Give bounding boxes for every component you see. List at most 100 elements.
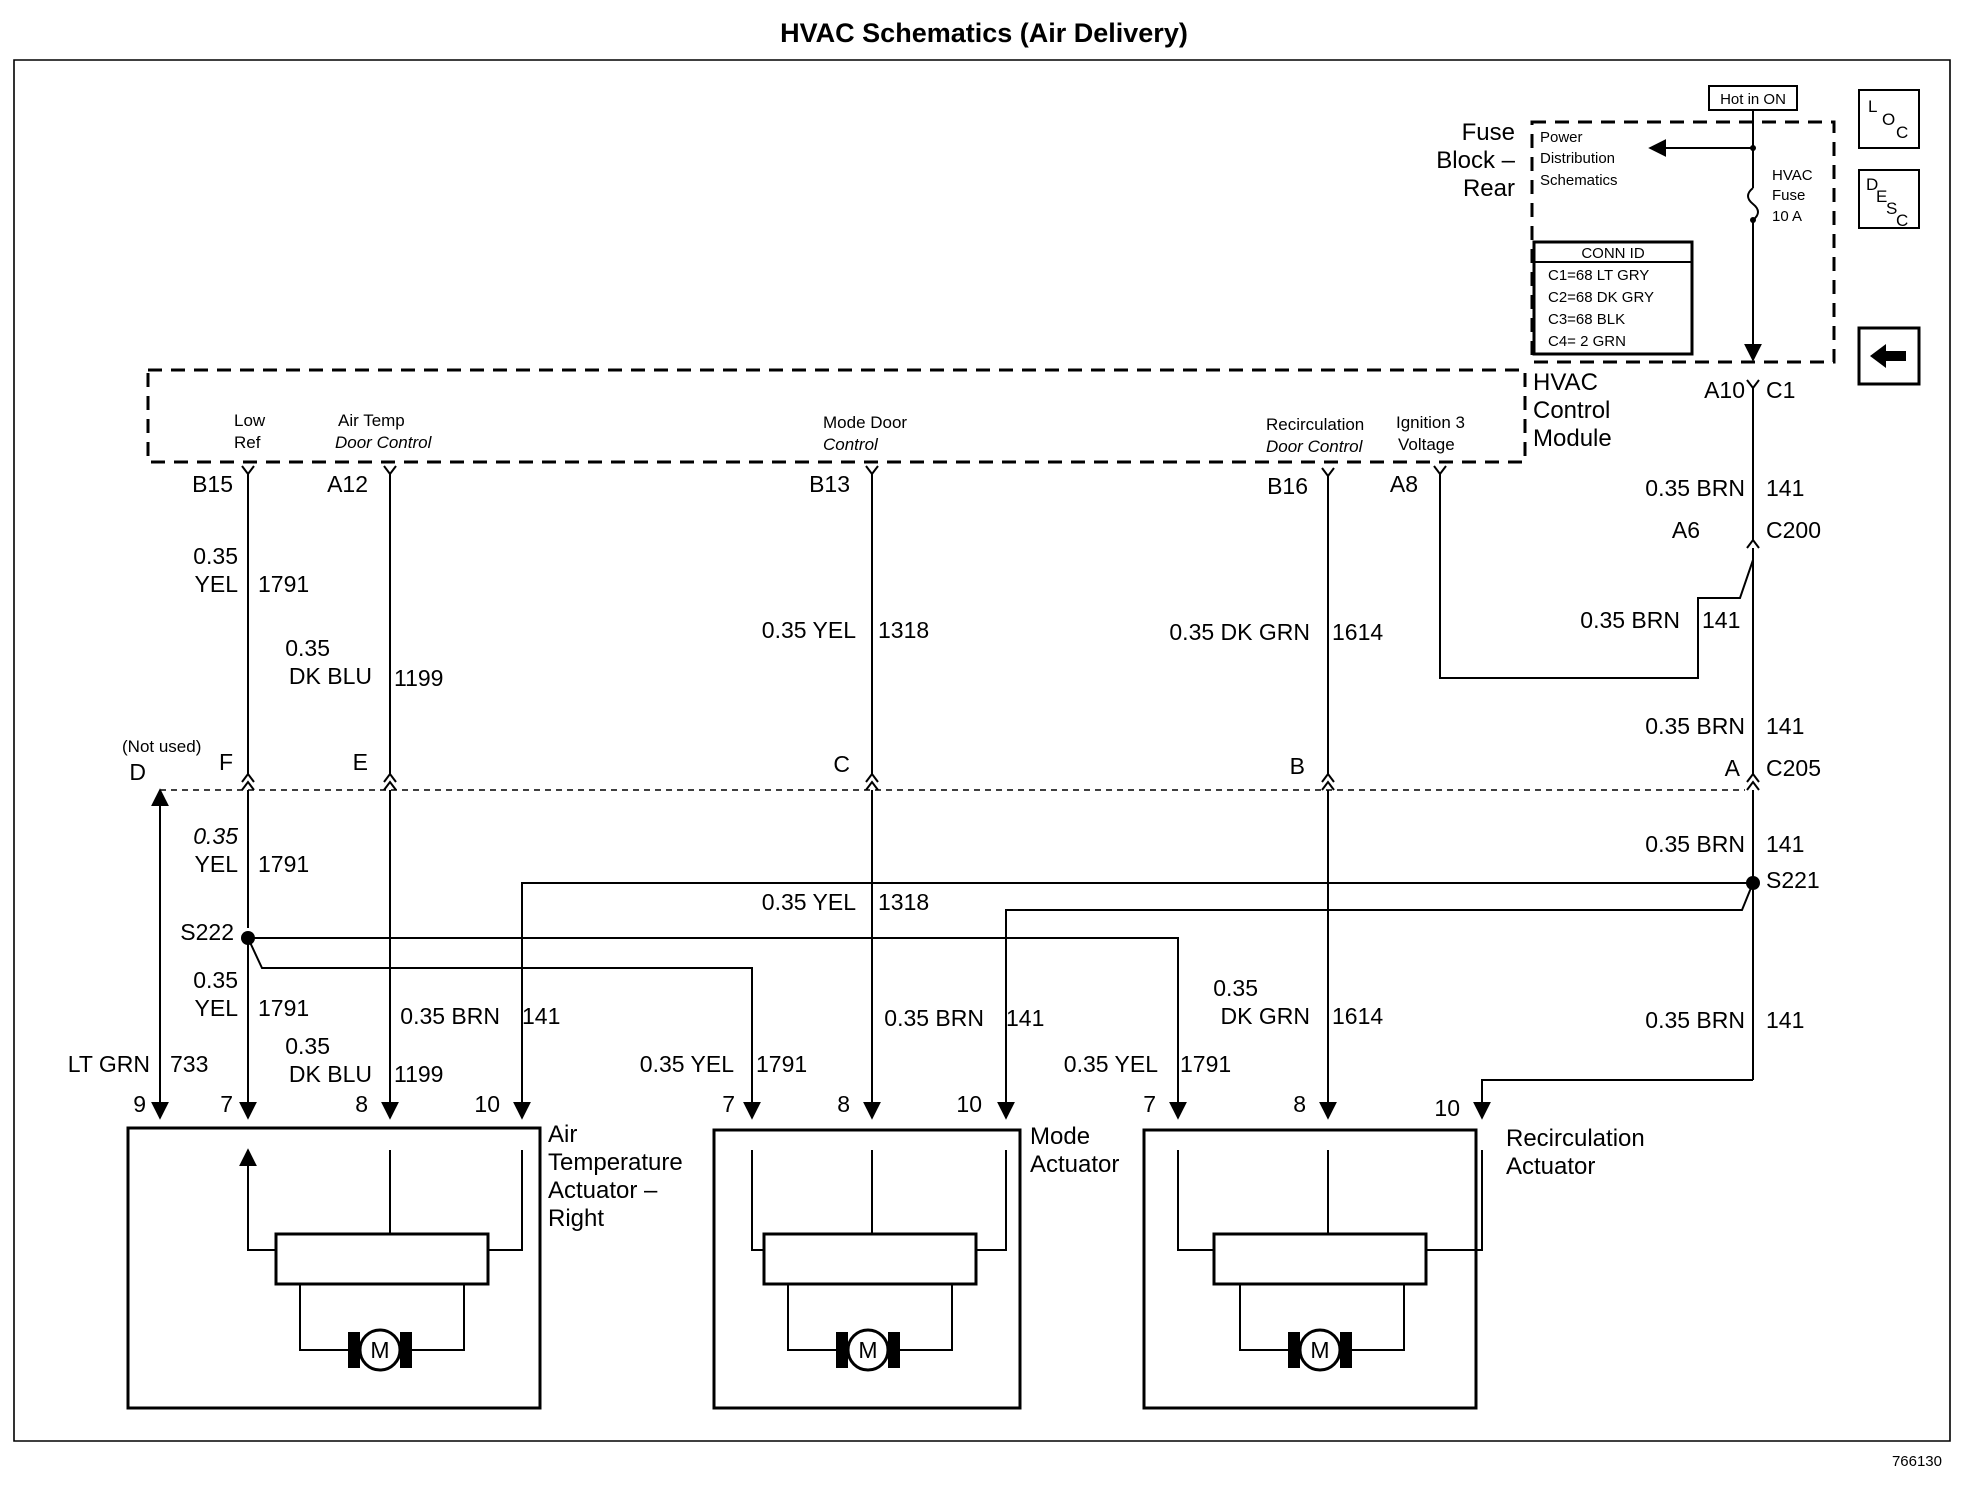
svg-text:0.35 YEL: 0.35 YEL [762, 617, 856, 643]
svg-text:733: 733 [170, 1051, 208, 1077]
svg-text:141: 141 [1702, 607, 1740, 633]
svg-text:10: 10 [956, 1091, 982, 1117]
conn-id-box [1532, 240, 1694, 356]
svg-text:0.35 DK GRN: 0.35 DK GRN [1169, 619, 1310, 645]
svg-text:C1=68 LT GRY: C1=68 LT GRY [1548, 267, 1649, 284]
module-terminals [241, 379, 1760, 478]
svg-text:M: M [370, 1337, 389, 1363]
desc-icon[interactable]: D E S C [1858, 169, 1920, 230]
svg-text:0.35 BRN: 0.35 BRN [884, 1005, 984, 1031]
svg-text:Recirculation: Recirculation [1506, 1125, 1645, 1152]
svg-text:DK BLU: DK BLU [289, 663, 372, 689]
svg-text:A8: A8 [1390, 471, 1418, 497]
svg-text:(Not used): (Not used) [122, 737, 201, 756]
svg-text:0.35 BRN: 0.35 BRN [1645, 475, 1745, 501]
svg-text:0.35 YEL: 0.35 YEL [640, 1051, 734, 1077]
svg-text:1791: 1791 [258, 995, 309, 1021]
svg-text:M: M [1310, 1337, 1329, 1363]
svg-text:C: C [1896, 123, 1908, 142]
svg-text:141: 141 [1766, 1007, 1804, 1033]
svg-text:Air Temp: Air Temp [338, 411, 405, 430]
svg-text:Low: Low [234, 411, 266, 430]
loc-icon[interactable]: L O C [1858, 89, 1920, 149]
svg-text:Mode: Mode [1030, 1123, 1090, 1150]
svg-text:141: 141 [1766, 713, 1804, 739]
svg-text:S222: S222 [180, 919, 234, 945]
svg-text:10: 10 [474, 1091, 500, 1117]
svg-text:D: D [1866, 175, 1878, 194]
svg-text:Ignition 3: Ignition 3 [1396, 413, 1465, 432]
svg-text:B13: B13 [809, 471, 850, 497]
svg-text:0.35 YEL: 0.35 YEL [762, 889, 856, 915]
svg-text:0.35 YEL: 0.35 YEL [1064, 1051, 1158, 1077]
svg-text:Door Control: Door Control [335, 433, 433, 452]
svg-text:Fuse: Fuse [1772, 187, 1805, 204]
svg-text:C: C [1896, 211, 1908, 230]
svg-text:B: B [1290, 753, 1305, 779]
svg-text:Ref: Ref [234, 433, 261, 452]
svg-text:S: S [1886, 199, 1897, 218]
recirculation-actuator: M Recirculation Actuator 7 8 10 [1142, 1091, 1645, 1410]
svg-text:Control: Control [823, 435, 879, 454]
svg-text:F: F [219, 749, 233, 775]
svg-text:Block –: Block – [1436, 147, 1515, 174]
wires [151, 388, 1760, 1120]
back-arrow-icon[interactable] [1857, 326, 1921, 386]
page-title: HVAC Schematics (Air Delivery) [780, 18, 1188, 48]
svg-text:Actuator: Actuator [1506, 1153, 1595, 1180]
svg-text:Mode Door: Mode Door [823, 413, 907, 432]
svg-text:C1: C1 [1766, 377, 1795, 403]
svg-text:HVAC: HVAC [1533, 369, 1598, 396]
svg-text:DK GRN: DK GRN [1221, 1003, 1310, 1029]
svg-text:1318: 1318 [878, 889, 929, 915]
svg-text:1614: 1614 [1332, 619, 1383, 645]
svg-text:LT GRN: LT GRN [68, 1051, 150, 1077]
svg-text:1791: 1791 [258, 851, 309, 877]
svg-text:A12: A12 [327, 471, 368, 497]
svg-text:8: 8 [837, 1091, 850, 1117]
svg-text:M: M [858, 1337, 877, 1363]
svg-text:Power: Power [1540, 129, 1583, 146]
svg-text:141: 141 [1766, 475, 1804, 501]
svg-text:Module: Module [1533, 425, 1612, 452]
svg-text:8: 8 [355, 1091, 368, 1117]
svg-text:Recirculation: Recirculation [1266, 415, 1364, 434]
svg-text:0.35: 0.35 [193, 543, 238, 569]
svg-text:0.35: 0.35 [1213, 975, 1258, 1001]
svg-text:B15: B15 [192, 471, 233, 497]
svg-text:S221: S221 [1766, 867, 1820, 893]
svg-text:YEL: YEL [195, 995, 239, 1021]
svg-text:Distribution: Distribution [1540, 150, 1615, 167]
svg-text:1791: 1791 [1180, 1051, 1231, 1077]
svg-text:0.35: 0.35 [285, 635, 330, 661]
svg-text:C: C [833, 751, 850, 777]
svg-text:A6: A6 [1672, 517, 1700, 543]
svg-text:Schematics: Schematics [1540, 172, 1618, 189]
svg-text:Voltage: Voltage [1398, 435, 1455, 454]
svg-text:0.35: 0.35 [285, 1033, 330, 1059]
svg-text:0.35: 0.35 [193, 823, 238, 849]
svg-text:0.35 BRN: 0.35 BRN [400, 1003, 500, 1029]
svg-text:Actuator –: Actuator – [548, 1177, 658, 1204]
svg-text:Right: Right [548, 1205, 604, 1232]
connector-labels: A6 C200 C205 (Not used) D F E C B A S221… [122, 517, 1821, 945]
svg-text:CONN ID: CONN ID [1581, 245, 1645, 262]
svg-text:Control: Control [1533, 397, 1610, 424]
svg-text:Actuator: Actuator [1030, 1151, 1119, 1178]
svg-text:1791: 1791 [258, 571, 309, 597]
air-temp-actuator-right: M Air Temperature Actuator – Right 9 7 8… [126, 1091, 683, 1410]
svg-text:C205: C205 [1766, 755, 1821, 781]
figure-id: 766130 [1892, 1453, 1942, 1470]
svg-text:141: 141 [522, 1003, 560, 1029]
svg-text:7: 7 [722, 1091, 735, 1117]
svg-text:L: L [1868, 97, 1877, 116]
svg-text:D: D [129, 759, 146, 785]
svg-text:7: 7 [220, 1091, 233, 1117]
svg-text:E: E [353, 749, 368, 775]
svg-text:C200: C200 [1766, 517, 1821, 543]
svg-text:1791: 1791 [756, 1051, 807, 1077]
svg-text:Rear: Rear [1463, 175, 1515, 202]
svg-text:C4= 2 GRN: C4= 2 GRN [1548, 333, 1626, 350]
svg-text:A10: A10 [1704, 377, 1745, 403]
